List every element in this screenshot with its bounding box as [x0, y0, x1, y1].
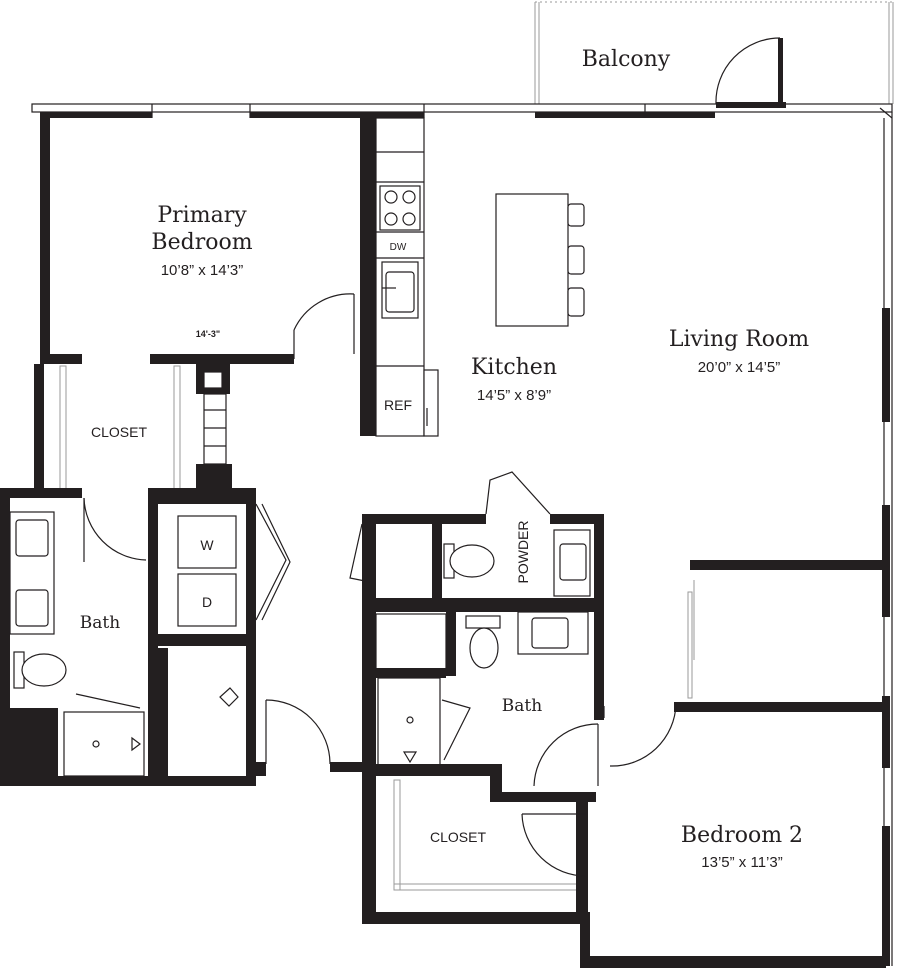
primary-bedroom-label-line2: Bedroom	[151, 230, 252, 255]
primary-bath-walls	[0, 488, 256, 786]
powder-label: POWDER	[515, 521, 531, 584]
washer-label: W	[200, 537, 214, 553]
closet-2-label: CLOSET	[430, 829, 486, 845]
balcony-area	[534, 1, 894, 104]
dishwasher-label: DW	[390, 242, 407, 253]
primary-closet-label: CLOSET	[91, 424, 147, 440]
kitchen-label: Kitchen	[471, 355, 557, 380]
bedroom-2-walls	[580, 560, 886, 968]
living-room-label: Living Room	[669, 327, 809, 352]
bedroom-2-label: Bedroom 2	[681, 823, 803, 848]
refrigerator-label: REF	[384, 397, 412, 413]
kitchen-cabinets	[375, 117, 585, 437]
bedroom-2-dimensions: 13’5” x 11’3”	[701, 854, 782, 871]
primary-bedroom-wall-note: 14'-3"	[196, 329, 220, 339]
closet-2-walls	[362, 779, 588, 924]
balcony-label: Balcony	[582, 47, 671, 72]
primary-bath-label: Bath	[80, 613, 120, 633]
powder-room	[349, 471, 604, 612]
primary-closet-walls	[34, 364, 232, 494]
bath-2-label: Bath	[502, 696, 542, 716]
primary-bedroom-dimensions: 10’8” x 14’3”	[161, 262, 244, 279]
right-exterior-wall	[879, 107, 893, 966]
living-room-dimensions: 20’0” x 14’5”	[698, 359, 781, 376]
dryer-label: D	[202, 594, 212, 610]
primary-bedroom-label-line1: Primary	[157, 203, 247, 228]
labels: Balcony Primary Bedroom 10’8” x 14’3” 14…	[80, 47, 809, 871]
bath-2-walls	[362, 611, 604, 924]
kitchen-dimensions: 14’5” x 8’9”	[477, 387, 551, 404]
primary-bedroom-walls	[40, 112, 376, 436]
top-exterior-wall	[31, 37, 893, 118]
laundry-walls	[158, 494, 366, 786]
